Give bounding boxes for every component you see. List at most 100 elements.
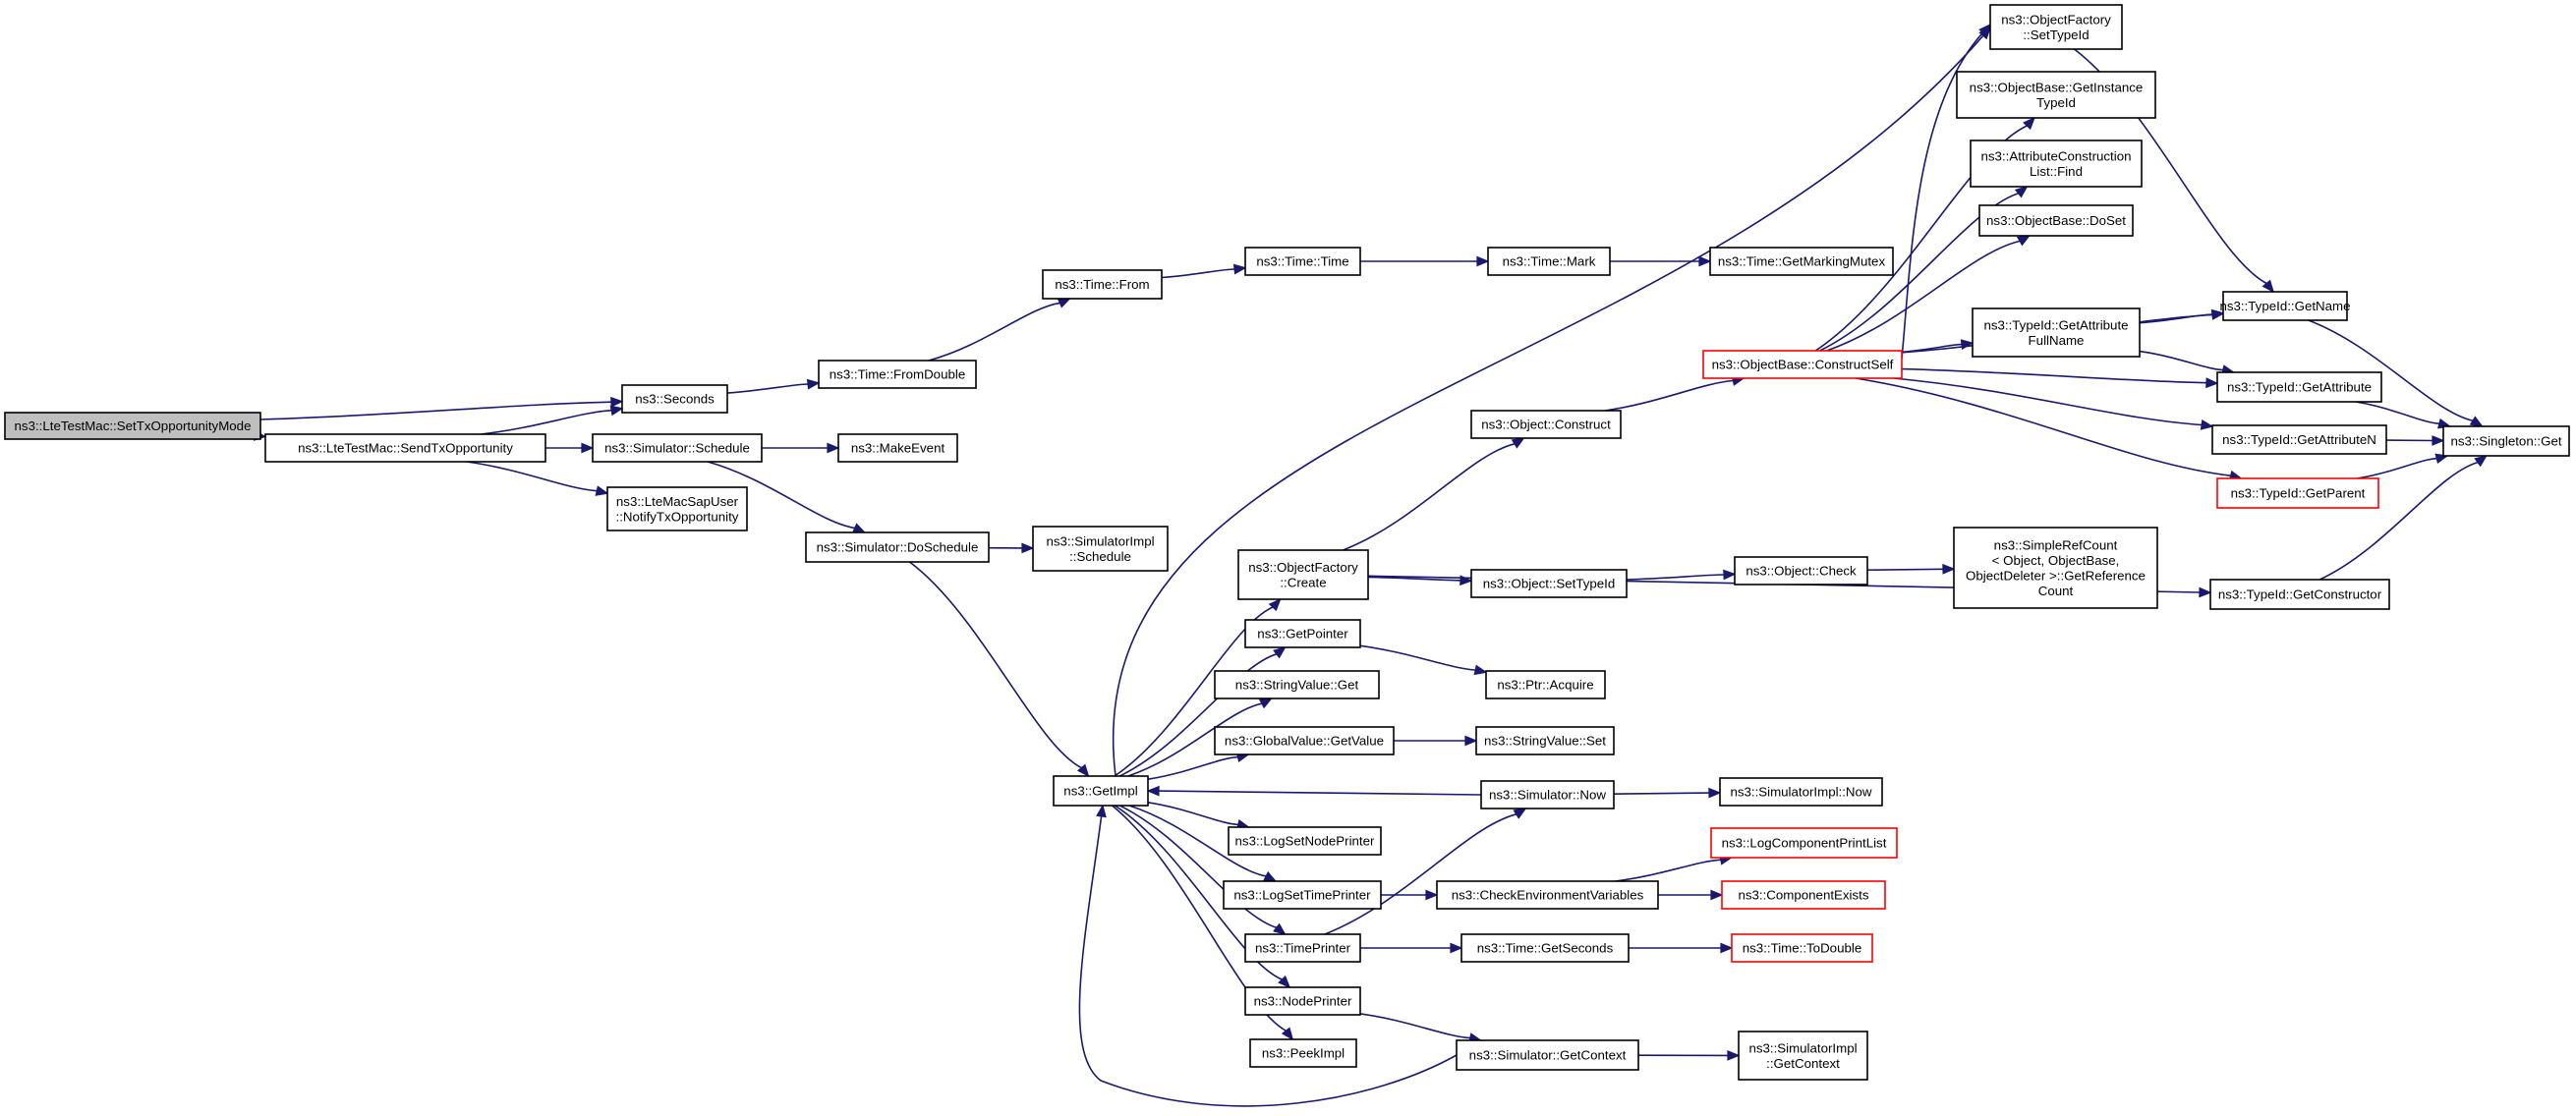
- node-ns3-object-settypeid[interactable]: ns3::Object::SetTypeId: [1470, 569, 1628, 598]
- node-ns3-time-todouble[interactable]: ns3::Time::ToDouble: [1731, 933, 1873, 963]
- node-ns3-componentexists[interactable]: ns3::ComponentExists: [1721, 880, 1886, 910]
- node-ns3-logsetnodeprinter[interactable]: ns3::LogSetNodePrinter: [1228, 826, 1382, 856]
- node-ns3-simplerefcount-object-objectbase-objectdeleter-getreference-count[interactable]: ns3::SimpleRefCount< Object, ObjectBase,…: [1953, 527, 2158, 609]
- node-label: ns3::Simulator::GetContext: [1469, 1048, 1627, 1063]
- node-ns3-getimpl[interactable]: ns3::GetImpl: [1053, 775, 1149, 807]
- call-edge-n28-n35: [1657, 889, 1724, 901]
- node-ns3-time-fromdouble[interactable]: ns3::Time::FromDouble: [818, 360, 977, 389]
- node-label: ns3::Seconds: [635, 392, 715, 407]
- node-label: ns3::GetPointer: [1257, 627, 1348, 642]
- node-label: ns3::SimulatorImpl: [1046, 533, 1154, 548]
- node-ns3-simulator-doschedule[interactable]: ns3::Simulator::DoSchedule: [805, 531, 990, 563]
- node-ns3-stringvalue-set[interactable]: ns3::StringValue::Set: [1475, 726, 1615, 755]
- node-box: [1214, 670, 1380, 699]
- call-edge-n14-n23: [1343, 437, 1525, 551]
- node-box: [2442, 425, 2570, 457]
- call-edge-n46-n49: [2385, 435, 2445, 446]
- arrowhead-icon: [2199, 586, 2212, 598]
- node-ns3-simulator-getcontext[interactable]: ns3::Simulator::GetContext: [1456, 1039, 1639, 1071]
- call-edge-n30-n37: [1637, 1050, 1741, 1061]
- node-ns3-simulatorimpl-schedule[interactable]: ns3::SimulatorImpl::Schedule: [1032, 526, 1169, 572]
- node-label: ::GetContext: [1766, 1056, 1840, 1071]
- call-edge-n23-n31: [1604, 375, 1746, 412]
- node-ns3-objectfactory-settypeid[interactable]: ns3::ObjectFactory::SetTypeId: [1989, 4, 2123, 50]
- node-label: FullName: [2029, 333, 2085, 348]
- edge-line: [1128, 805, 1267, 877]
- edge-line: [1114, 805, 1283, 980]
- node-ns3-ltetestmac-sendtxopportunity[interactable]: ns3::LteTestMac::SendTxOpportunity: [264, 433, 546, 463]
- node-box: [264, 433, 546, 463]
- node-label: ns3::NodePrinter: [1254, 994, 1352, 1009]
- edge-line: [259, 401, 612, 420]
- node-ns3-typeid-getconstructor[interactable]: ns3::TypeId::GetConstructor: [2209, 579, 2390, 610]
- edge-line: [1161, 268, 1235, 279]
- edge-line: [1078, 815, 1458, 1107]
- node-ns3-ptr-acquire[interactable]: ns3::Ptr::Acquire: [1485, 670, 1606, 699]
- node-label: ns3::SimulatorImpl: [1748, 1040, 1857, 1055]
- call-edge-n21-n30: [1359, 1013, 1483, 1043]
- arrowhead-icon: [1720, 942, 1734, 954]
- arrowhead-icon: [2432, 435, 2445, 446]
- node-box: [1228, 826, 1382, 856]
- arrowhead-icon: [1146, 785, 1160, 797]
- node-ns3-time-getseconds[interactable]: ns3::Time::GetSeconds: [1460, 933, 1630, 963]
- arrowhead-icon: [2014, 186, 2029, 198]
- node-label: ns3::SimulatorImpl::Now: [1730, 785, 1871, 800]
- node-ns3-time-mark[interactable]: ns3::Time::Mark: [1487, 247, 1611, 276]
- call-edge-n24-n32: [1626, 569, 1737, 581]
- node-ns3-simulatorimpl-now[interactable]: ns3::SimulatorImpl::Now: [1719, 777, 1883, 807]
- edge-line: [1324, 813, 1517, 935]
- node-ns3-simulatorimpl-getcontext[interactable]: ns3::SimulatorImpl::GetContext: [1738, 1031, 1868, 1081]
- node-ns3-globalvalue-getvalue[interactable]: ns3::GlobalValue::GetValue: [1214, 726, 1395, 755]
- node-ns3-stringvalue-get[interactable]: ns3::StringValue::Get: [1214, 670, 1380, 699]
- node-ns3-ltetestmac-settxopportunitymode[interactable]: ns3::LteTestMac::SetTxOpportunityMode: [4, 412, 261, 440]
- node-ns3-time-time[interactable]: ns3::Time::Time: [1244, 247, 1361, 276]
- node-box: [1709, 247, 1894, 276]
- call-edge-n31-n47: [1855, 377, 2243, 481]
- node-box: [1978, 204, 2134, 237]
- node-box: [1244, 247, 1361, 276]
- node-label: ns3::Time::GetMarkingMutex: [1718, 254, 1886, 269]
- edge-line: [1127, 702, 1263, 777]
- edge-line: [1359, 644, 1476, 671]
- arrowhead-icon: [1513, 808, 1527, 819]
- call-edge-n31-n46: [1893, 377, 2214, 430]
- node-ns3-singleton-get[interactable]: ns3::Singleton::Get: [2442, 425, 2570, 457]
- node-ns3-time-from[interactable]: ns3::Time::From: [1042, 269, 1163, 300]
- node-ns3-peekimpl[interactable]: ns3::PeekImpl: [1249, 1038, 1357, 1068]
- node-ns3-makeevent[interactable]: ns3::MakeEvent: [837, 433, 958, 463]
- node-ns3-time-getmarkingmutex[interactable]: ns3::Time::GetMarkingMutex: [1709, 247, 1894, 276]
- node-ns3-ltemacsapuser-notifytxopportunity[interactable]: ns3::LteMacSapUser::NotifyTxOpportunity: [606, 486, 748, 531]
- node-box: [1053, 775, 1149, 807]
- node-ns3-typeid-getname[interactable]: ns3::TypeId::GetName: [2219, 291, 2351, 321]
- node-label: ns3::Time::Mark: [1503, 254, 1596, 269]
- node-ns3-getpointer[interactable]: ns3::GetPointer: [1244, 619, 1361, 648]
- node-ns3-simulator-now[interactable]: ns3::Simulator::Now: [1480, 780, 1615, 809]
- edge-line: [1113, 34, 1984, 777]
- arrowhead-icon: [2016, 235, 2032, 247]
- node-ns3-logcomponentprintlist[interactable]: ns3::LogComponentPrintList: [1710, 827, 1898, 859]
- node-ns3-objectbase-constructself[interactable]: ns3::ObjectBase::ConstructSelf: [1702, 350, 1903, 379]
- node-ns3-object-construct[interactable]: ns3::Object::Construct: [1470, 410, 1622, 439]
- edge-line: [726, 383, 809, 394]
- node-box: [1237, 549, 1369, 600]
- node-ns3-logsettimeprinter[interactable]: ns3::LogSetTimePrinter: [1223, 880, 1382, 910]
- node-ns3-typeid-getattributen[interactable]: ns3::TypeId::GetAttributeN: [2211, 424, 2387, 455]
- edge-line: [2356, 457, 2437, 479]
- node-ns3-nodeprinter[interactable]: ns3::NodePrinter: [1244, 986, 1361, 1016]
- node-ns3-seconds[interactable]: ns3::Seconds: [621, 384, 728, 414]
- node-ns3-checkenvironmentvariables[interactable]: ns3::CheckEnvironmentVariables: [1436, 880, 1659, 910]
- node-box: [2216, 477, 2379, 509]
- call-edge-n31-n45: [1901, 367, 2219, 389]
- node-ns3-typeid-getattribute[interactable]: ns3::TypeId::GetAttribute: [2216, 371, 2382, 403]
- node-ns3-objectbase-doset[interactable]: ns3::ObjectBase::DoSet: [1978, 204, 2134, 237]
- node-label: ns3::Simulator::Schedule: [604, 441, 750, 456]
- node-ns3-typeid-getparent[interactable]: ns3::TypeId::GetParent: [2216, 477, 2379, 509]
- node-ns3-simulator-schedule[interactable]: ns3::Simulator::Schedule: [592, 433, 763, 463]
- node-ns3-timeprinter[interactable]: ns3::TimePrinter: [1244, 933, 1361, 963]
- node-ns3-object-check[interactable]: ns3::Object::Check: [1734, 556, 1868, 586]
- node-ns3-objectfactory-create[interactable]: ns3::ObjectFactory::Create: [1237, 549, 1369, 600]
